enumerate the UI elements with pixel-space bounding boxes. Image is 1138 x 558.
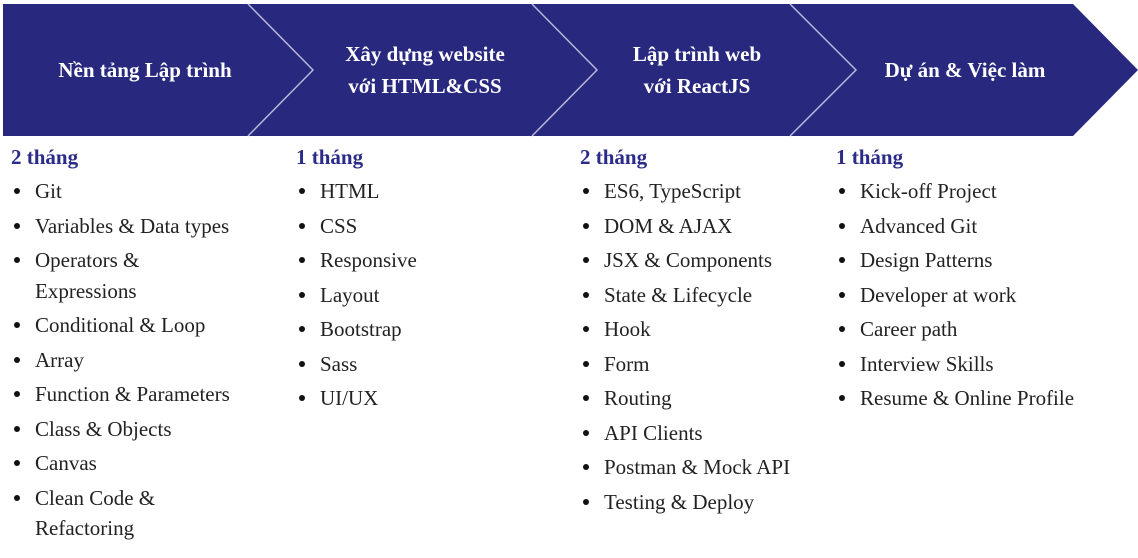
list-item: API Clients [580, 418, 830, 449]
bullet-icon [583, 326, 589, 332]
bullet-icon [583, 291, 589, 298]
chevron-arrow-shape [3, 3, 1138, 137]
topic-list: Git Variables & Data types Operators & E… [11, 176, 281, 544]
bullet-icon [299, 360, 305, 367]
bullet-icon [839, 360, 845, 367]
stage-title-1: Nền tảng Lập trình [58, 58, 232, 82]
bullet-icon [14, 356, 20, 363]
chevron-divider-3 [789, 3, 858, 137]
list-item: Sass [296, 349, 566, 380]
list-item: Operators & Expressions [11, 245, 185, 306]
bullet-icon [839, 257, 845, 263]
stage-column-2: 1 tháng HTML CSS Responsive Layout Boots… [296, 142, 566, 418]
list-item: Hook [580, 314, 830, 345]
bullet-icon [299, 222, 305, 229]
list-item: UI/UX [296, 383, 566, 414]
list-item: Testing & Deploy [580, 487, 830, 518]
stage-title-3: Lập trình web với ReactJS [632, 42, 762, 98]
bullet-icon [839, 326, 845, 332]
stage-title-4: Dự án & Việc làm [884, 58, 1046, 82]
bullet-icon [583, 395, 589, 401]
bullet-icon [839, 395, 845, 401]
list-item: Developer at work [836, 280, 1136, 311]
list-item: Conditional & Loop [11, 310, 281, 341]
bullet-icon [299, 326, 305, 332]
list-item: Class & Objects [11, 414, 281, 445]
list-item: Layout [296, 280, 566, 311]
bullet-icon [583, 464, 589, 470]
bullet-icon [14, 460, 20, 466]
list-item: Postman & Mock API [580, 452, 804, 483]
bullet-icon [583, 429, 589, 436]
list-item: HTML [296, 176, 566, 207]
chevron-divider-1 [247, 3, 315, 137]
topic-list: HTML CSS Responsive Layout Bootstrap Sas… [296, 176, 566, 414]
list-item: Resume & Online Profile [836, 383, 1136, 414]
stage-duration: 2 tháng [580, 145, 648, 169]
list-item: State & Lifecycle [580, 280, 830, 311]
bullet-icon [583, 222, 589, 229]
list-item: Variables & Data types [11, 211, 281, 242]
bullet-icon [14, 222, 20, 229]
list-item: Function & Parameters [11, 379, 281, 410]
bullet-icon [299, 395, 305, 401]
bullet-icon [299, 257, 305, 263]
bullet-icon [299, 188, 305, 194]
topic-list: Kick-off Project Advanced Git Design Pat… [836, 176, 1136, 414]
bullet-icon [14, 188, 20, 194]
list-item: CSS [296, 211, 566, 242]
list-item: Git [11, 176, 281, 207]
stage-column-4: 1 tháng Kick-off Project Advanced Git De… [836, 142, 1136, 418]
bullet-icon [14, 257, 20, 263]
stage-duration: 1 tháng [836, 145, 904, 169]
list-item: Array [11, 345, 281, 376]
bullet-icon [14, 425, 20, 432]
bullet-icon [839, 188, 845, 194]
list-item: Bootstrap [296, 314, 566, 345]
bullet-icon [583, 257, 589, 263]
roadmap-banner: Nền tảng Lập trình Xây dựng website với … [0, 0, 1138, 140]
list-item: Clean Code & Refactoring [11, 483, 185, 544]
chevron-divider-2 [531, 3, 599, 137]
list-item: DOM & AJAX [580, 211, 830, 242]
list-item: Form [580, 349, 830, 380]
stage-duration: 2 tháng [11, 145, 79, 169]
list-item: Interview Skills [836, 349, 1136, 380]
list-item: Design Patterns [836, 245, 1136, 276]
list-item: Routing [580, 383, 830, 414]
list-item: ES6, TypeScript [580, 176, 830, 207]
list-item: Responsive [296, 245, 566, 276]
bullet-icon [583, 360, 589, 367]
stage-column-3: 2 tháng ES6, TypeScript DOM & AJAX JSX &… [580, 142, 830, 521]
stage-title-2: Xây dựng website với HTML&CSS [345, 42, 505, 98]
topic-list: ES6, TypeScript DOM & AJAX JSX & Compone… [580, 176, 830, 517]
bullet-icon [14, 322, 20, 328]
bullet-icon [299, 291, 305, 298]
bullet-icon [839, 222, 845, 229]
list-item: Advanced Git [836, 211, 1136, 242]
stage-column-1: 2 tháng Git Variables & Data types Opera… [11, 142, 281, 548]
bullet-icon [14, 391, 20, 397]
list-item: Kick-off Project [836, 176, 1136, 207]
stage-duration: 1 tháng [296, 145, 364, 169]
bullet-icon [14, 494, 20, 501]
list-item: Canvas [11, 448, 281, 479]
bullet-icon [839, 291, 845, 298]
list-item: JSX & Components [580, 245, 830, 276]
bullet-icon [583, 188, 589, 194]
list-item: Career path [836, 314, 1136, 345]
bullet-icon [583, 498, 589, 505]
